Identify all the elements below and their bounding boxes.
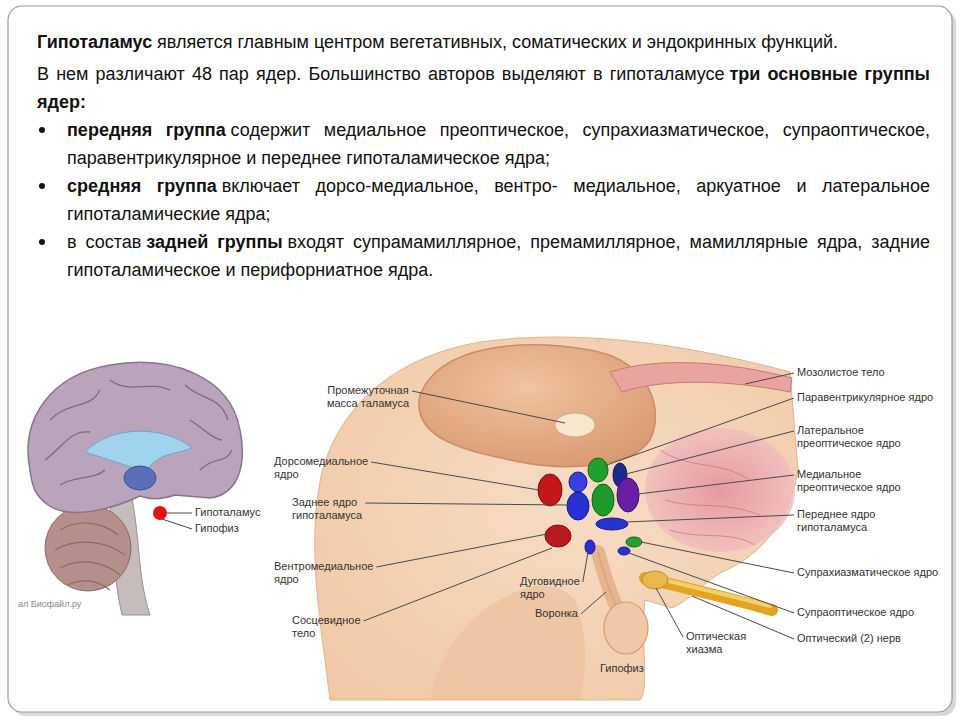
leader-line	[581, 592, 606, 614]
slide-frame	[8, 6, 952, 712]
leader-line	[583, 552, 588, 582]
part-label: Промежуточная масса таламуса	[316, 384, 420, 410]
hypothalamus-dot	[153, 506, 167, 520]
body-text: является главным центром вегетативных, с…	[157, 32, 838, 52]
bold-term: задней группы	[146, 232, 282, 252]
suprachiasmatic-nucleus	[626, 537, 642, 547]
part-label: Латеральное преоптическое ядро	[797, 424, 917, 450]
part-label: Дуговидное ядро	[520, 575, 590, 601]
cerebellum-folia	[55, 523, 125, 590]
thalamus	[419, 345, 656, 467]
leader-lines	[162, 373, 794, 639]
part-label: Гипофиз	[600, 662, 660, 675]
paragraph: В нем различают 48 пар ядер. Большинство…	[37, 60, 930, 116]
part-label: Супрахиазматическое ядро	[797, 566, 952, 579]
anterior-nucleus	[596, 518, 628, 530]
part-label: Паравентрикулярное ядро	[797, 391, 947, 404]
tissue-texture	[660, 450, 760, 545]
pituitary	[604, 602, 648, 654]
mammillary-body	[545, 525, 571, 547]
optic-chiasm	[642, 571, 668, 589]
infundibulum-edge	[598, 552, 616, 606]
thalamus	[124, 466, 156, 490]
part-label: Дорсомедиальное ядро	[274, 455, 374, 481]
bullet-dot	[39, 239, 45, 245]
medial-preoptic-nucleus	[617, 478, 639, 512]
text-block: Гипоталамусявляется главным центром веге…	[37, 28, 930, 284]
leader-line	[167, 513, 192, 514]
leader-line	[626, 431, 794, 474]
leader-line	[745, 373, 794, 384]
bold-term: средняя группа	[67, 176, 217, 196]
paragraph: в составзадней группывходят супрамамилля…	[37, 228, 930, 284]
part-label: Воронка	[535, 607, 595, 620]
body-text: В нем различают 48 пар ядер. Большинство…	[37, 64, 725, 84]
leader-line	[371, 462, 539, 490]
leader-line	[626, 515, 794, 522]
paragraph: Гипоталамусявляется главным центром веге…	[37, 28, 930, 56]
brain-tissue	[315, 337, 798, 700]
part-label: Переднее ядро гипоталамуса	[797, 508, 917, 534]
bullet-dot	[39, 127, 45, 133]
nucleus	[592, 484, 614, 516]
arcuate-nucleus	[585, 540, 595, 554]
part-label: Мозолистое тело	[797, 366, 947, 379]
paragraph: средняя группавключает дорсо-медиальное,…	[37, 172, 930, 228]
posterior-nucleus	[567, 492, 589, 520]
bold-term: Гипоталамус	[37, 32, 152, 52]
paraventricular-nucleus	[588, 458, 608, 482]
bold-term: передняя группа	[67, 120, 226, 140]
part-label: Супраоптическое ядро	[797, 606, 947, 619]
watermark: ал Биофайл.ру	[18, 598, 108, 611]
supraoptic-nucleus	[618, 547, 630, 555]
part-label: Оптический (2) нерв	[797, 632, 947, 645]
leader-line	[412, 391, 565, 423]
leader-line	[656, 588, 683, 637]
part-label: Заднее ядро гипоталамуса	[292, 496, 392, 522]
body-text: в состав	[67, 232, 141, 252]
bullet-dot	[39, 183, 45, 189]
infundibulum	[598, 552, 616, 606]
cerebellum	[45, 505, 131, 591]
part-label: Оптическая хиазма	[686, 630, 766, 656]
leader-line	[365, 503, 568, 505]
leader-line	[376, 534, 547, 567]
massa-intermedia	[555, 413, 595, 437]
brainstem-tissue	[430, 586, 585, 700]
leader-line	[641, 542, 794, 573]
corpus-callosum	[610, 363, 792, 392]
leader-line	[638, 475, 794, 494]
small-brain	[28, 363, 242, 615]
part-label: Медиальное преоптическое ядро	[797, 468, 917, 494]
nucleus	[569, 472, 587, 492]
part-label: Вентромедиальное ядро	[274, 560, 382, 586]
paragraph: передняя группасодержит медиальное преоп…	[37, 116, 930, 172]
hypothalamus-section	[315, 337, 798, 700]
part-label: Гипоталамус	[195, 506, 285, 519]
dorsomedial-nucleus	[538, 474, 562, 506]
part-label: Гипофиз	[195, 522, 285, 535]
part-label: Сосцевидное тело	[292, 614, 377, 640]
cerebrum	[28, 363, 242, 513]
leader-line	[162, 519, 192, 529]
